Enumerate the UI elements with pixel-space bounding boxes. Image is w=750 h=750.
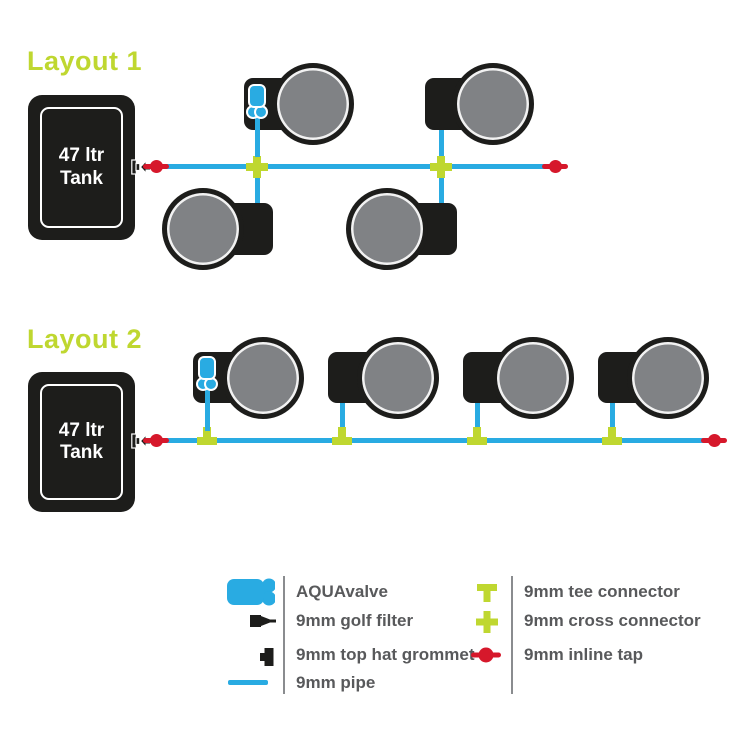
layout2-title: Layout 2: [27, 324, 143, 354]
tee-connector-icon: [477, 584, 497, 602]
layout2-tee-connector-2: [332, 427, 352, 445]
layout2-tank-outline: 47 ltr Tank: [40, 384, 123, 500]
legend-divider-right: [511, 576, 513, 694]
layout2-pot1: [222, 337, 304, 419]
layout2-inline-tap-left: [143, 434, 169, 447]
pipe-icon: [228, 680, 268, 685]
legend-label-cross-connector: 9mm cross connector: [524, 611, 701, 630]
legend-label-pipe: 9mm pipe: [296, 673, 376, 692]
aquavalve-icon: [227, 578, 275, 606]
layout2-pot3: [492, 337, 574, 419]
layout2-pipe-valve-drop: [205, 388, 210, 431]
layout2-pipe-pot4-drop: [610, 403, 615, 431]
layout2-pipe-pot3-drop: [475, 403, 480, 431]
layout2-pot4: [627, 337, 709, 419]
layout1-pot4: [346, 188, 428, 270]
layout2-tee-connector-1: [197, 427, 217, 445]
legend-label-tee-connector: 9mm tee connector: [524, 582, 680, 601]
layout2-tee-connector-4: [602, 427, 622, 445]
layout2-pipe-pot2-drop: [340, 403, 345, 431]
legend-divider-left: [283, 576, 285, 694]
layout1-aquavalve-icon: [246, 84, 268, 119]
layout1-pipe-valve-drop: [255, 112, 260, 157]
layout2-aquavalve-icon: [196, 356, 218, 391]
legend-label-golf-filter: 9mm golf filter: [296, 611, 414, 630]
layout1-pot3: [162, 188, 244, 270]
layout1-title: Layout 1: [27, 46, 143, 76]
layout1-tank-outline: 47 ltr Tank: [40, 107, 123, 228]
layout1-pot2: [452, 63, 534, 145]
legend-label-top-hat-grommet: 9mm top hat grommet: [296, 645, 475, 664]
layout2-inline-tap-right: [701, 434, 727, 447]
layout1-pipe-pot4-drop: [439, 177, 444, 203]
layout2-tank-label: 47 ltr Tank: [58, 419, 105, 463]
layout1-cross-connector-2: [430, 156, 452, 178]
layout2-main-pipe: [148, 438, 714, 443]
layout1-inline-tap-right: [542, 160, 568, 173]
layout1-pipe-pot3-drop: [255, 177, 260, 203]
inline-tap-icon: [471, 647, 501, 663]
layout2-pot2: [357, 337, 439, 419]
layout1-pipe-pot2-drop: [439, 130, 444, 157]
layout1-inline-tap-left: [143, 160, 169, 173]
layout2-tank: 47 ltr Tank: [28, 372, 135, 512]
layout1-tank-label: 47 ltr Tank: [58, 145, 105, 189]
golf-filter-icon: [250, 615, 276, 627]
layout1-tank: 47 ltr Tank: [28, 95, 135, 240]
layout1-cross-connector-1: [246, 156, 268, 178]
cross-connector-icon: [476, 611, 498, 633]
layout1-main-pipe: [148, 164, 555, 169]
legend-label-inline-tap: 9mm inline tap: [524, 645, 644, 664]
layout1-pot1: [272, 63, 354, 145]
legend-label-aquavalve: AQUAvalve: [296, 582, 388, 601]
top-hat-grommet-icon: [260, 648, 274, 666]
layout2-tee-connector-3: [467, 427, 487, 445]
